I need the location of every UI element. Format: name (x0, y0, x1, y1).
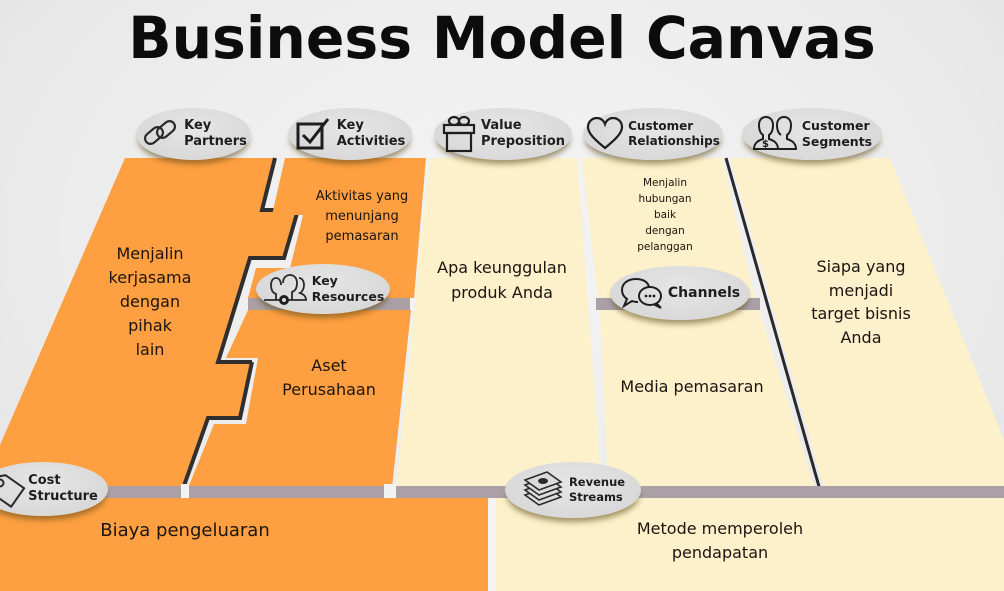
label-line: Streams (568, 490, 623, 504)
label-line: Relationships (628, 134, 720, 148)
key-partners-label[interactable]: Key Partners (136, 108, 251, 160)
pill-label: Key Partners (184, 118, 247, 150)
customer-relationships-label[interactable]: Customer Relationships (583, 108, 723, 160)
text-line: Biaya pengeluaran (100, 520, 270, 541)
bottom-gap (488, 498, 496, 591)
cost-structure-panel[interactable] (0, 498, 488, 591)
key-partners-edge-3 (178, 361, 254, 498)
label-line: Partners (184, 134, 247, 149)
customer-relationships-panel[interactable] (582, 158, 755, 298)
label-line: Segments (801, 134, 873, 149)
text-line: Metode memperoleh (636, 519, 804, 538)
label-line: Key (336, 118, 364, 133)
pill-label: Cost Structure (28, 473, 98, 505)
pill-label: Value Preposition (481, 118, 565, 150)
channels-label[interactable]: Channels (610, 266, 750, 320)
key-resources-panel[interactable] (188, 310, 411, 488)
text-line: Aktivitas yang (315, 189, 409, 204)
key-resources-text: Aset Perusahaan (268, 354, 390, 402)
label-line: Revenue (568, 475, 626, 489)
people-gear-icon (263, 274, 307, 305)
pill-label: Key Resources (312, 273, 385, 305)
customer-segments-label[interactable]: $ Customer Segments (742, 108, 882, 160)
label-line: Customer (801, 118, 870, 133)
text-line: Siapa yang (816, 257, 906, 276)
value-proposition-label[interactable]: Value Preposition (434, 108, 572, 160)
bar-gap (181, 484, 189, 500)
key-activities-text: Aktivitas yang menunjang pemasaran (302, 187, 422, 247)
label-line: Activities (336, 134, 406, 149)
text-line: Menjalin (116, 244, 184, 263)
text-line: hubungan (638, 193, 692, 205)
checkbox-icon (296, 118, 329, 150)
text-line: pemasaran (325, 229, 399, 244)
key-activities-label[interactable]: Key Activities (288, 108, 412, 160)
label-line: Cost (28, 473, 61, 488)
key-partners-text: Menjalin kerjasama dengan pihak lain (90, 242, 210, 362)
text-line: produk Anda (451, 283, 553, 302)
chain-link-icon (144, 120, 177, 145)
text-line: Perusahaan (282, 380, 376, 399)
bar-gap (384, 484, 396, 500)
label-line: Key (311, 273, 338, 288)
customer-segments-panel[interactable] (730, 158, 1004, 488)
text-line: pelanggan (637, 241, 693, 253)
text-line: Media pemasaran (620, 377, 764, 396)
label-line: Preposition (480, 134, 566, 149)
value-proposition-panel[interactable] (396, 158, 602, 488)
text-line: Anda (840, 327, 882, 347)
cost-structure-label[interactable]: Cost Structure (0, 462, 108, 516)
text-line: baik (653, 209, 677, 221)
pill-label: Revenue Streams (569, 475, 625, 505)
pill-label: Key Activities (337, 118, 406, 150)
customer-relationships-text: Menjalin hubungan baik dengan pelanggan (620, 175, 710, 255)
label-line: Channels (667, 285, 741, 301)
gift-icon (442, 115, 476, 153)
revenue-streams-label[interactable]: Revenue Streams (505, 462, 641, 518)
text-line: menunjang (325, 209, 399, 224)
key-activities-panel[interactable] (248, 158, 426, 298)
key-partners-panel[interactable] (0, 158, 298, 497)
text-line: target bisnis (811, 304, 911, 323)
money-stack-icon (523, 471, 563, 506)
chat-bubbles-icon (620, 278, 662, 309)
customer-segments-text: Siapa yang menjadi target bisnis Anda (796, 255, 926, 349)
bottom-divider-bar (0, 486, 1004, 498)
segments-divider-line (724, 157, 822, 491)
customers-dollar-icon: $ (752, 116, 797, 150)
label-line: Structure (28, 489, 98, 504)
text-line: kerjasama (108, 268, 192, 287)
revenue-streams-text: Metode memperoleh pendapatan (610, 517, 830, 565)
cost-structure-text: Biaya pengeluaran (70, 518, 300, 544)
key-resources-label[interactable]: Key Resources (256, 264, 390, 314)
text-line: Aset (311, 356, 347, 375)
text-line: pendapatan (671, 543, 769, 562)
text-line: Apa keunggulan (437, 258, 567, 277)
channels-panel[interactable] (600, 310, 815, 488)
text-line: dengan (645, 225, 685, 237)
svg-text:$: $ (762, 139, 769, 150)
label-line: Customer (628, 119, 694, 133)
price-tag-icon (0, 474, 26, 509)
text-line: menjadi (828, 280, 894, 300)
label-line: Key (184, 118, 212, 133)
text-line: dengan (119, 292, 181, 311)
text-line: Menjalin (642, 177, 687, 189)
heart-icon (587, 117, 624, 150)
pill-label: Customer Relationships (628, 119, 720, 149)
page-title: Business Model Canvas (128, 4, 876, 72)
value-proposition-text: Apa keunggulan produk Anda (422, 255, 582, 305)
text-line: pihak (128, 316, 172, 335)
pill-label: Customer Segments (802, 118, 872, 150)
label-line: Resources (311, 289, 385, 304)
text-line: lain (135, 340, 165, 359)
label-line: Value (480, 118, 522, 133)
key-partners-edge-2 (215, 209, 300, 364)
pill-label: Channels (668, 285, 740, 301)
channels-text: Media pemasaran (602, 375, 782, 399)
